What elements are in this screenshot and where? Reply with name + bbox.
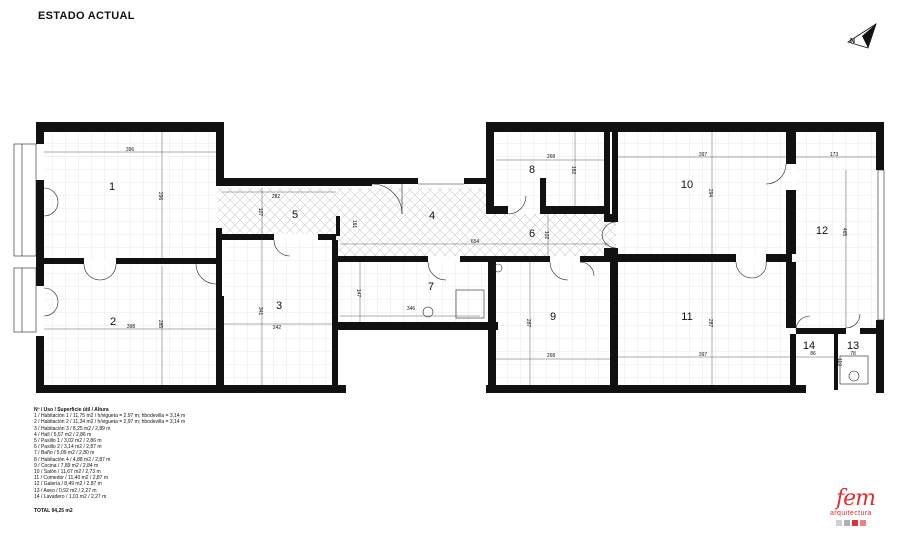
dimension-label: 78	[850, 351, 856, 357]
room-number: 8	[529, 164, 535, 176]
dimension-lines	[44, 132, 876, 385]
logo-subtitle: arquitectura	[830, 510, 872, 517]
dimension-label: 119	[836, 358, 842, 366]
page-title: ESTADO ACTUAL	[38, 10, 135, 22]
legend-line: 2 / Habitación 2 / 11,34 m2 / h/vigueta …	[34, 419, 186, 426]
logo-swatch	[844, 520, 850, 526]
legend-line: 13 / Aseo / 0,92 m2 / 2,27 m	[34, 487, 97, 494]
room-number: 13	[847, 340, 859, 352]
legend-line: 9 / Cocina / 7,89 m2 / 2,84 m	[34, 462, 99, 469]
dimension-label: 102	[543, 231, 549, 240]
room-number: 14	[803, 340, 815, 352]
dimension-label: 294	[707, 189, 713, 198]
dimension-label: 397	[699, 152, 708, 158]
dimension-label: 242	[273, 325, 282, 331]
room-number: 7	[428, 281, 434, 293]
dimension-label: 296	[157, 192, 163, 201]
logo-swatch	[860, 520, 866, 526]
legend-line: 7 / Baño / 5,09 m2 / 2,80 m	[34, 450, 95, 457]
logo-swatch	[836, 520, 842, 526]
dimension-label: 107	[257, 208, 263, 217]
dimension-label: 397	[699, 352, 708, 358]
dimension-label: 86	[810, 351, 816, 357]
legend-line: 3 / Habitación 3 / 8,25 m2 / 2,89 m	[34, 425, 111, 432]
room-number: 5	[292, 209, 298, 221]
room-number: 10	[681, 179, 693, 191]
dimension-label: 346	[407, 306, 416, 312]
legend-line: 10 / Salón / 11,67 m2 / 2,73 m	[34, 469, 101, 476]
dimension-label: 398	[127, 324, 136, 330]
room-number: 6	[529, 228, 535, 240]
dimension-label: 268	[547, 154, 556, 160]
legend-line: 11 / Comedor / 11,40 m2 / 2,87 m	[34, 475, 109, 482]
legend-line: 12 / Galería / 8,49 m2 / 2,87 m	[34, 481, 102, 488]
dimension-label: 287	[525, 319, 531, 328]
legend: Nº / Uso / Superficie útil / Altura 1 / …	[34, 407, 185, 514]
dimension-label: 341	[257, 307, 263, 316]
dimension-label: 285	[157, 320, 163, 329]
room-number: 2	[110, 316, 116, 328]
dimension-values: 396 296 398 285 282 107 161 654 341 242 …	[126, 147, 856, 366]
dimension-label: 182	[570, 166, 576, 175]
legend-line: 8 / Habitación 4 / 4,88 m2 / 2,87 m	[34, 456, 111, 463]
legend-header: Nº / Uso / Superficie útil / Altura	[34, 407, 109, 413]
floor-tiles	[44, 132, 876, 385]
north-label: N	[850, 38, 856, 45]
windows-doors	[13, 143, 885, 385]
dimension-label: 282	[272, 194, 281, 200]
dimension-label: 161	[351, 220, 357, 229]
logo-swatch	[852, 520, 858, 526]
dimension-label: 173	[830, 152, 839, 158]
legend-line: 6 / Pasillo 2 / 3,14 m2 / 2,87 m	[34, 444, 102, 451]
dimension-label: 147	[355, 289, 361, 298]
room-number: 9	[550, 311, 556, 323]
legend-line: 1 / Habitación 1 / 11,75 m2 / h/vigueta …	[34, 413, 186, 420]
room-labels: 1 2 3 4 5 6 7 8 9 10 11 12 13 14	[109, 164, 859, 352]
legend-line: 5 / Pasillo 1 / 3,02 m2 / 2,86 m	[34, 438, 102, 445]
room-number: 4	[429, 210, 435, 222]
legend-line: 4 / Hall / 5,57 m2 / 2,86 m	[34, 431, 92, 438]
north-arrow-icon	[847, 23, 877, 49]
dimension-label: 654	[471, 239, 480, 245]
room-number: 3	[276, 300, 282, 312]
dimension-label: 268	[547, 353, 556, 359]
dimension-label: 287	[707, 319, 713, 328]
dimension-label: 396	[126, 147, 135, 153]
company-logo: fem arquitectura	[830, 486, 886, 530]
room-number: 11	[681, 311, 692, 323]
logo-wordmark: fem	[836, 486, 876, 511]
legend-line: 14 / Lavadero / 1,01 m2 / 2,27 m	[34, 493, 107, 500]
room-number: 1	[109, 181, 115, 193]
walls	[36, 122, 884, 393]
dimension-label: 465	[841, 228, 847, 237]
legend-total: TOTAL 94,25 m2	[34, 508, 73, 515]
room-number: 12	[816, 225, 828, 237]
